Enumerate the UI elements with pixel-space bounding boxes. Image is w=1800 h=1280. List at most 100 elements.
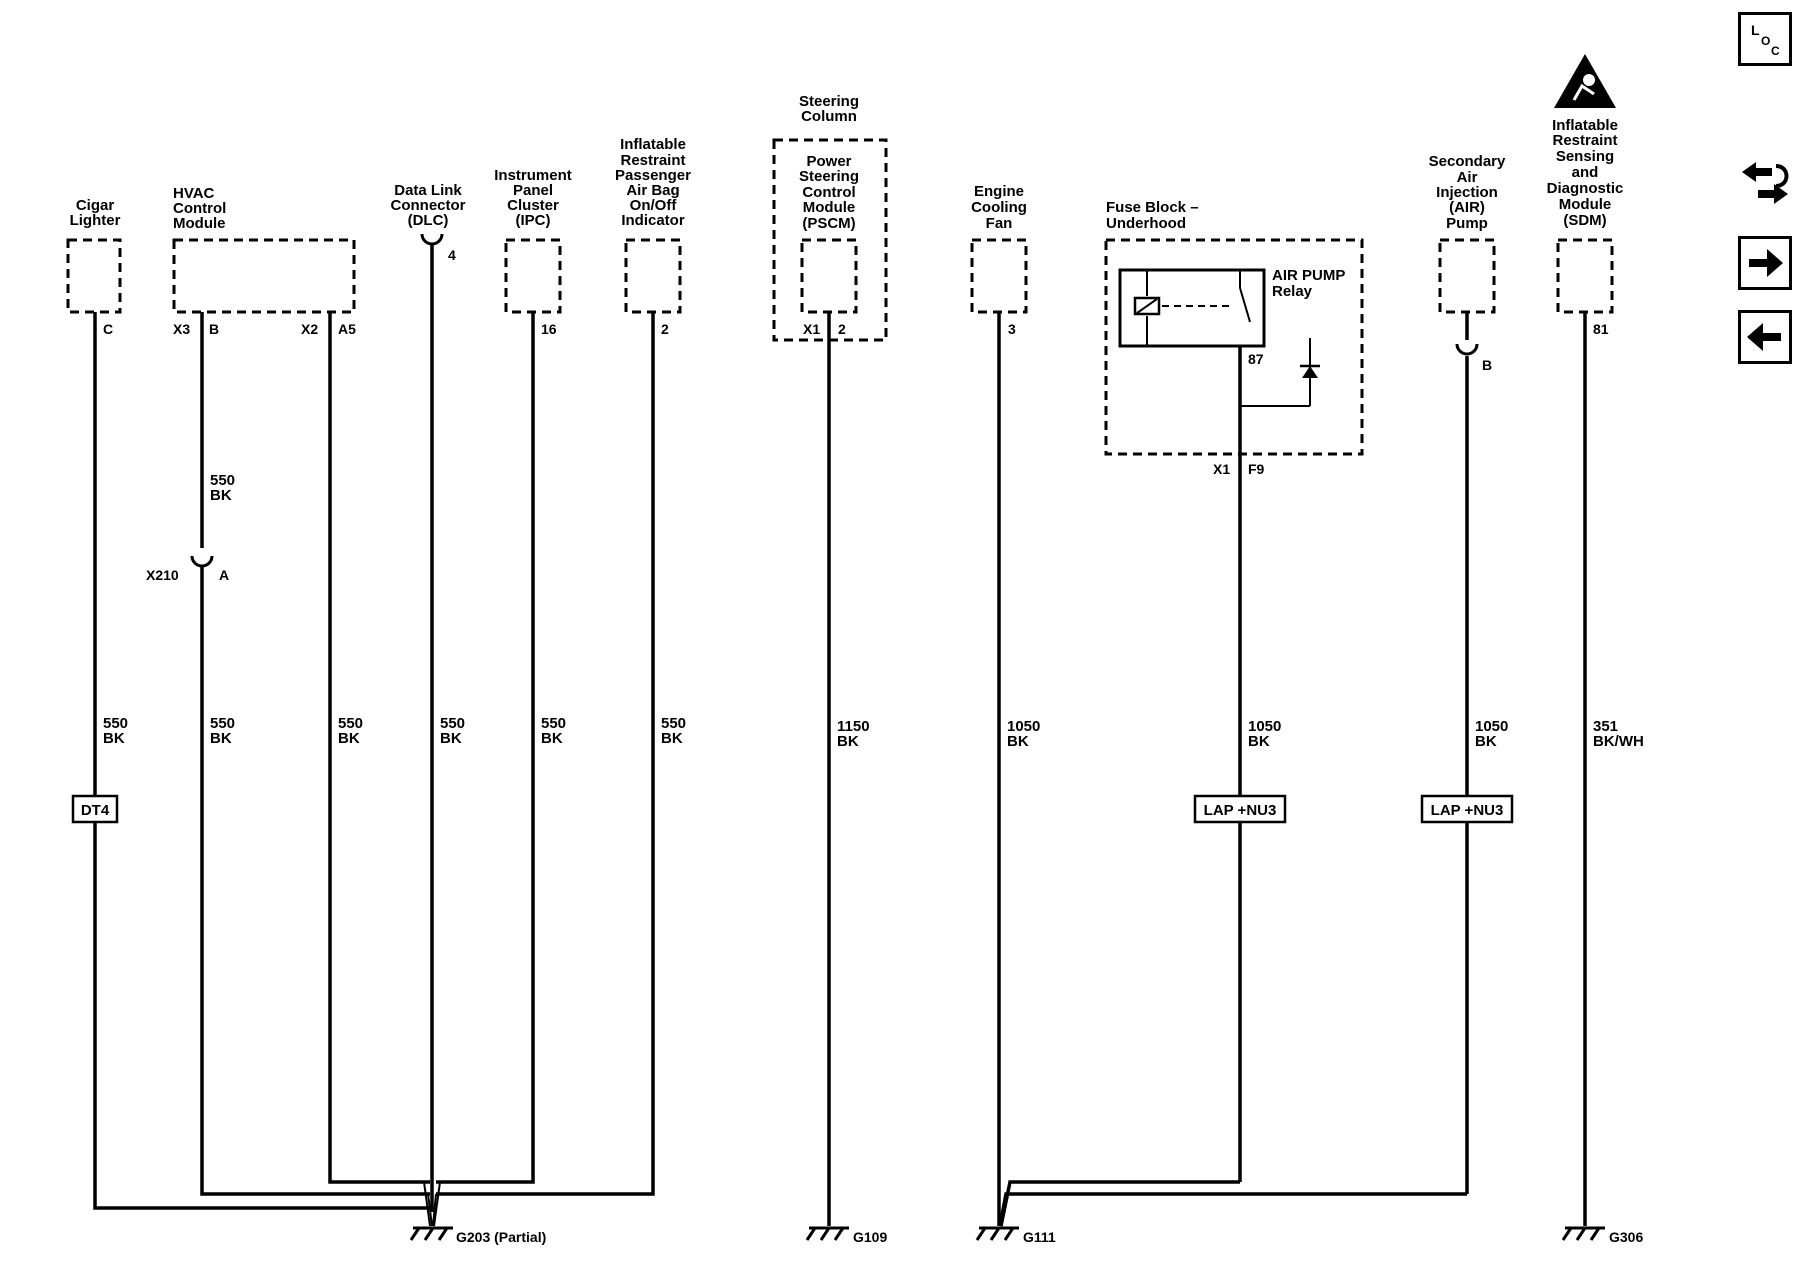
svg-text:Air: Air [1457, 169, 1478, 186]
ground-symbol [409, 1226, 1605, 1241]
label-sdm: Inflatable Restraint Sensing and Diagnos… [1547, 117, 1624, 229]
ground-hatch [975, 1227, 987, 1241]
svg-text:BK: BK [661, 730, 683, 747]
svg-text:1050: 1050 [1007, 718, 1040, 735]
label-cooling-fan: Engine Cooling Fan [971, 183, 1027, 232]
ground-hatch [437, 1227, 449, 1241]
diode-symbol [1300, 338, 1320, 406]
air-pump-relay [1118, 268, 1266, 348]
svg-text:BK: BK [210, 487, 232, 504]
svg-text:On/Off: On/Off [630, 197, 678, 214]
ipc-box [504, 238, 562, 314]
svg-text:Cluster: Cluster [507, 197, 559, 214]
svg-text:1050: 1050 [1475, 718, 1508, 735]
ground-hatch [1589, 1227, 1601, 1241]
svg-text:BK: BK [440, 730, 462, 747]
wire-label-pscm: 1150 BK [837, 718, 870, 750]
label-hvac: HVAC Control Module [173, 185, 226, 232]
svg-text:Module: Module [803, 199, 856, 216]
svg-text:Restraint: Restraint [620, 152, 685, 169]
option-lap-fuse: LAP +NU3 [1193, 794, 1287, 824]
svg-text:Module: Module [1559, 196, 1612, 213]
ground-label-g306: G306 [1609, 1229, 1643, 1245]
svg-text:Restraint: Restraint [1552, 132, 1617, 149]
option-dt4: DT4 [71, 794, 119, 824]
g203-splice [423, 1181, 441, 1227]
sdm-box [1556, 238, 1614, 314]
pin-hvac-x3: X3 [173, 321, 190, 337]
svg-text:Fuse Block –: Fuse Block – [1106, 199, 1199, 216]
wire-airbag [436, 312, 655, 1196]
svg-text:Column: Column [801, 108, 857, 125]
air-pump-box [1438, 238, 1496, 314]
pin-sdm-81: 81 [1593, 321, 1609, 337]
previous-page-button[interactable] [1738, 310, 1792, 364]
airbag-warning-icon [1554, 54, 1616, 108]
svg-text:Cooling: Cooling [971, 199, 1027, 216]
label-dlc: Data Link Connector (DLC) [391, 182, 466, 229]
pin-hvac-b: B [209, 321, 219, 337]
wire-label-fan: 1050 BK [1007, 718, 1040, 750]
ground-hatch [1561, 1227, 1573, 1241]
ground-label-g111: G111 [1023, 1229, 1056, 1245]
label-pscm: Power Steering Control Module (PSCM) [799, 153, 859, 232]
svg-text:Panel: Panel [513, 182, 553, 199]
ground-hatch [409, 1227, 421, 1241]
svg-text:(AIR): (AIR) [1449, 199, 1485, 216]
wire-label-hvac-a5: 550 BK [338, 715, 363, 747]
pin-pscm-2: 2 [838, 321, 846, 337]
svg-text:Control: Control [802, 184, 855, 201]
label-cigar-lighter: Cigar Lighter [70, 197, 121, 229]
svg-text:Connector: Connector [391, 197, 466, 214]
label-airbag-indicator: Inflatable Restraint Passenger Air Bag O… [615, 136, 691, 229]
wire-label-hvac-upper: 550 BK [210, 472, 235, 504]
wire-fuse-f9 [999, 346, 1310, 1227]
svg-text:BK: BK [1248, 733, 1270, 750]
svg-text:BK: BK [103, 730, 125, 747]
hvac-module-box [172, 238, 356, 314]
wire-label-fuse: 1050 BK [1248, 718, 1281, 750]
svg-text:Air Bag: Air Bag [626, 182, 679, 199]
wire-label-ipc: 550 BK [541, 715, 566, 747]
next-page-button[interactable] [1738, 236, 1792, 290]
wire-label-cigar: 550 BK [103, 715, 128, 747]
option-lap-air: LAP +NU3 [1420, 794, 1514, 824]
svg-text:L: L [1751, 22, 1760, 38]
svg-text:BK: BK [338, 730, 360, 747]
ground-hatch [819, 1227, 831, 1241]
svg-text:550: 550 [210, 472, 235, 489]
wire-label-airbag: 550 BK [661, 715, 686, 747]
svg-text:DT4: DT4 [81, 802, 110, 819]
svg-text:(IPC): (IPC) [516, 212, 551, 229]
svg-text:550: 550 [661, 715, 686, 732]
fuse-block-box [1104, 238, 1364, 456]
x210-connector-symbol [190, 555, 214, 568]
svg-text:Injection: Injection [1436, 184, 1498, 201]
svg-text:550: 550 [210, 715, 235, 732]
svg-text:Relay: Relay [1272, 283, 1313, 300]
arrow-right-icon [1749, 249, 1783, 277]
svg-text:BK: BK [1475, 733, 1497, 750]
svg-text:Instrument: Instrument [494, 167, 572, 184]
svg-text:HVAC: HVAC [173, 185, 215, 202]
svg-text:1150: 1150 [837, 718, 870, 735]
svg-text:(DLC): (DLC) [408, 212, 449, 229]
location-view-button[interactable]: L O C [1738, 12, 1792, 66]
svg-text:Control: Control [173, 200, 226, 217]
pin-hvac-a5: A5 [338, 321, 356, 337]
arrow-left-icon [1747, 323, 1781, 351]
pin-ipc-16: 16 [541, 321, 557, 337]
svg-text:Data Link: Data Link [394, 182, 462, 199]
wire-hvac-b [200, 312, 430, 1196]
cooling-fan-box [970, 238, 1028, 314]
svg-text:Pump: Pump [1446, 215, 1488, 232]
svg-text:Lighter: Lighter [70, 212, 121, 229]
svg-text:Engine: Engine [974, 183, 1024, 200]
svg-text:Underhood: Underhood [1106, 215, 1186, 232]
svg-text:BK: BK [541, 730, 563, 747]
connector-view-button[interactable] [1738, 158, 1792, 212]
label-ipc: Instrument Panel Cluster (IPC) [494, 167, 572, 229]
pin-hvac-x2: X2 [301, 321, 318, 337]
ground-hatch [1575, 1227, 1587, 1241]
svg-text:Cigar: Cigar [76, 197, 115, 214]
